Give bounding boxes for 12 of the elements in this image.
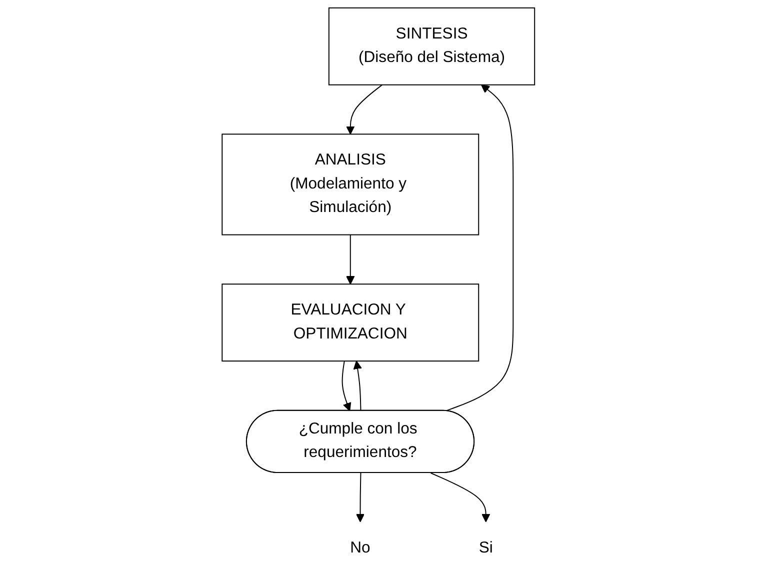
arrow <box>353 360 362 412</box>
node-box: ANALISIS (Modelamiento y Simulación) <box>222 134 480 236</box>
arrow <box>342 360 352 412</box>
node-text: Si <box>478 540 494 556</box>
arrow <box>356 472 365 522</box>
arrow <box>430 472 490 522</box>
arrow <box>346 84 383 135</box>
arrow <box>445 84 514 412</box>
arrow <box>346 234 355 284</box>
node-box: EVALUACION Y OPTIMIZACION <box>222 284 480 362</box>
node-text: No <box>350 540 370 556</box>
node-box: SINTESIS (Diseño del Sistema) <box>328 7 536 86</box>
